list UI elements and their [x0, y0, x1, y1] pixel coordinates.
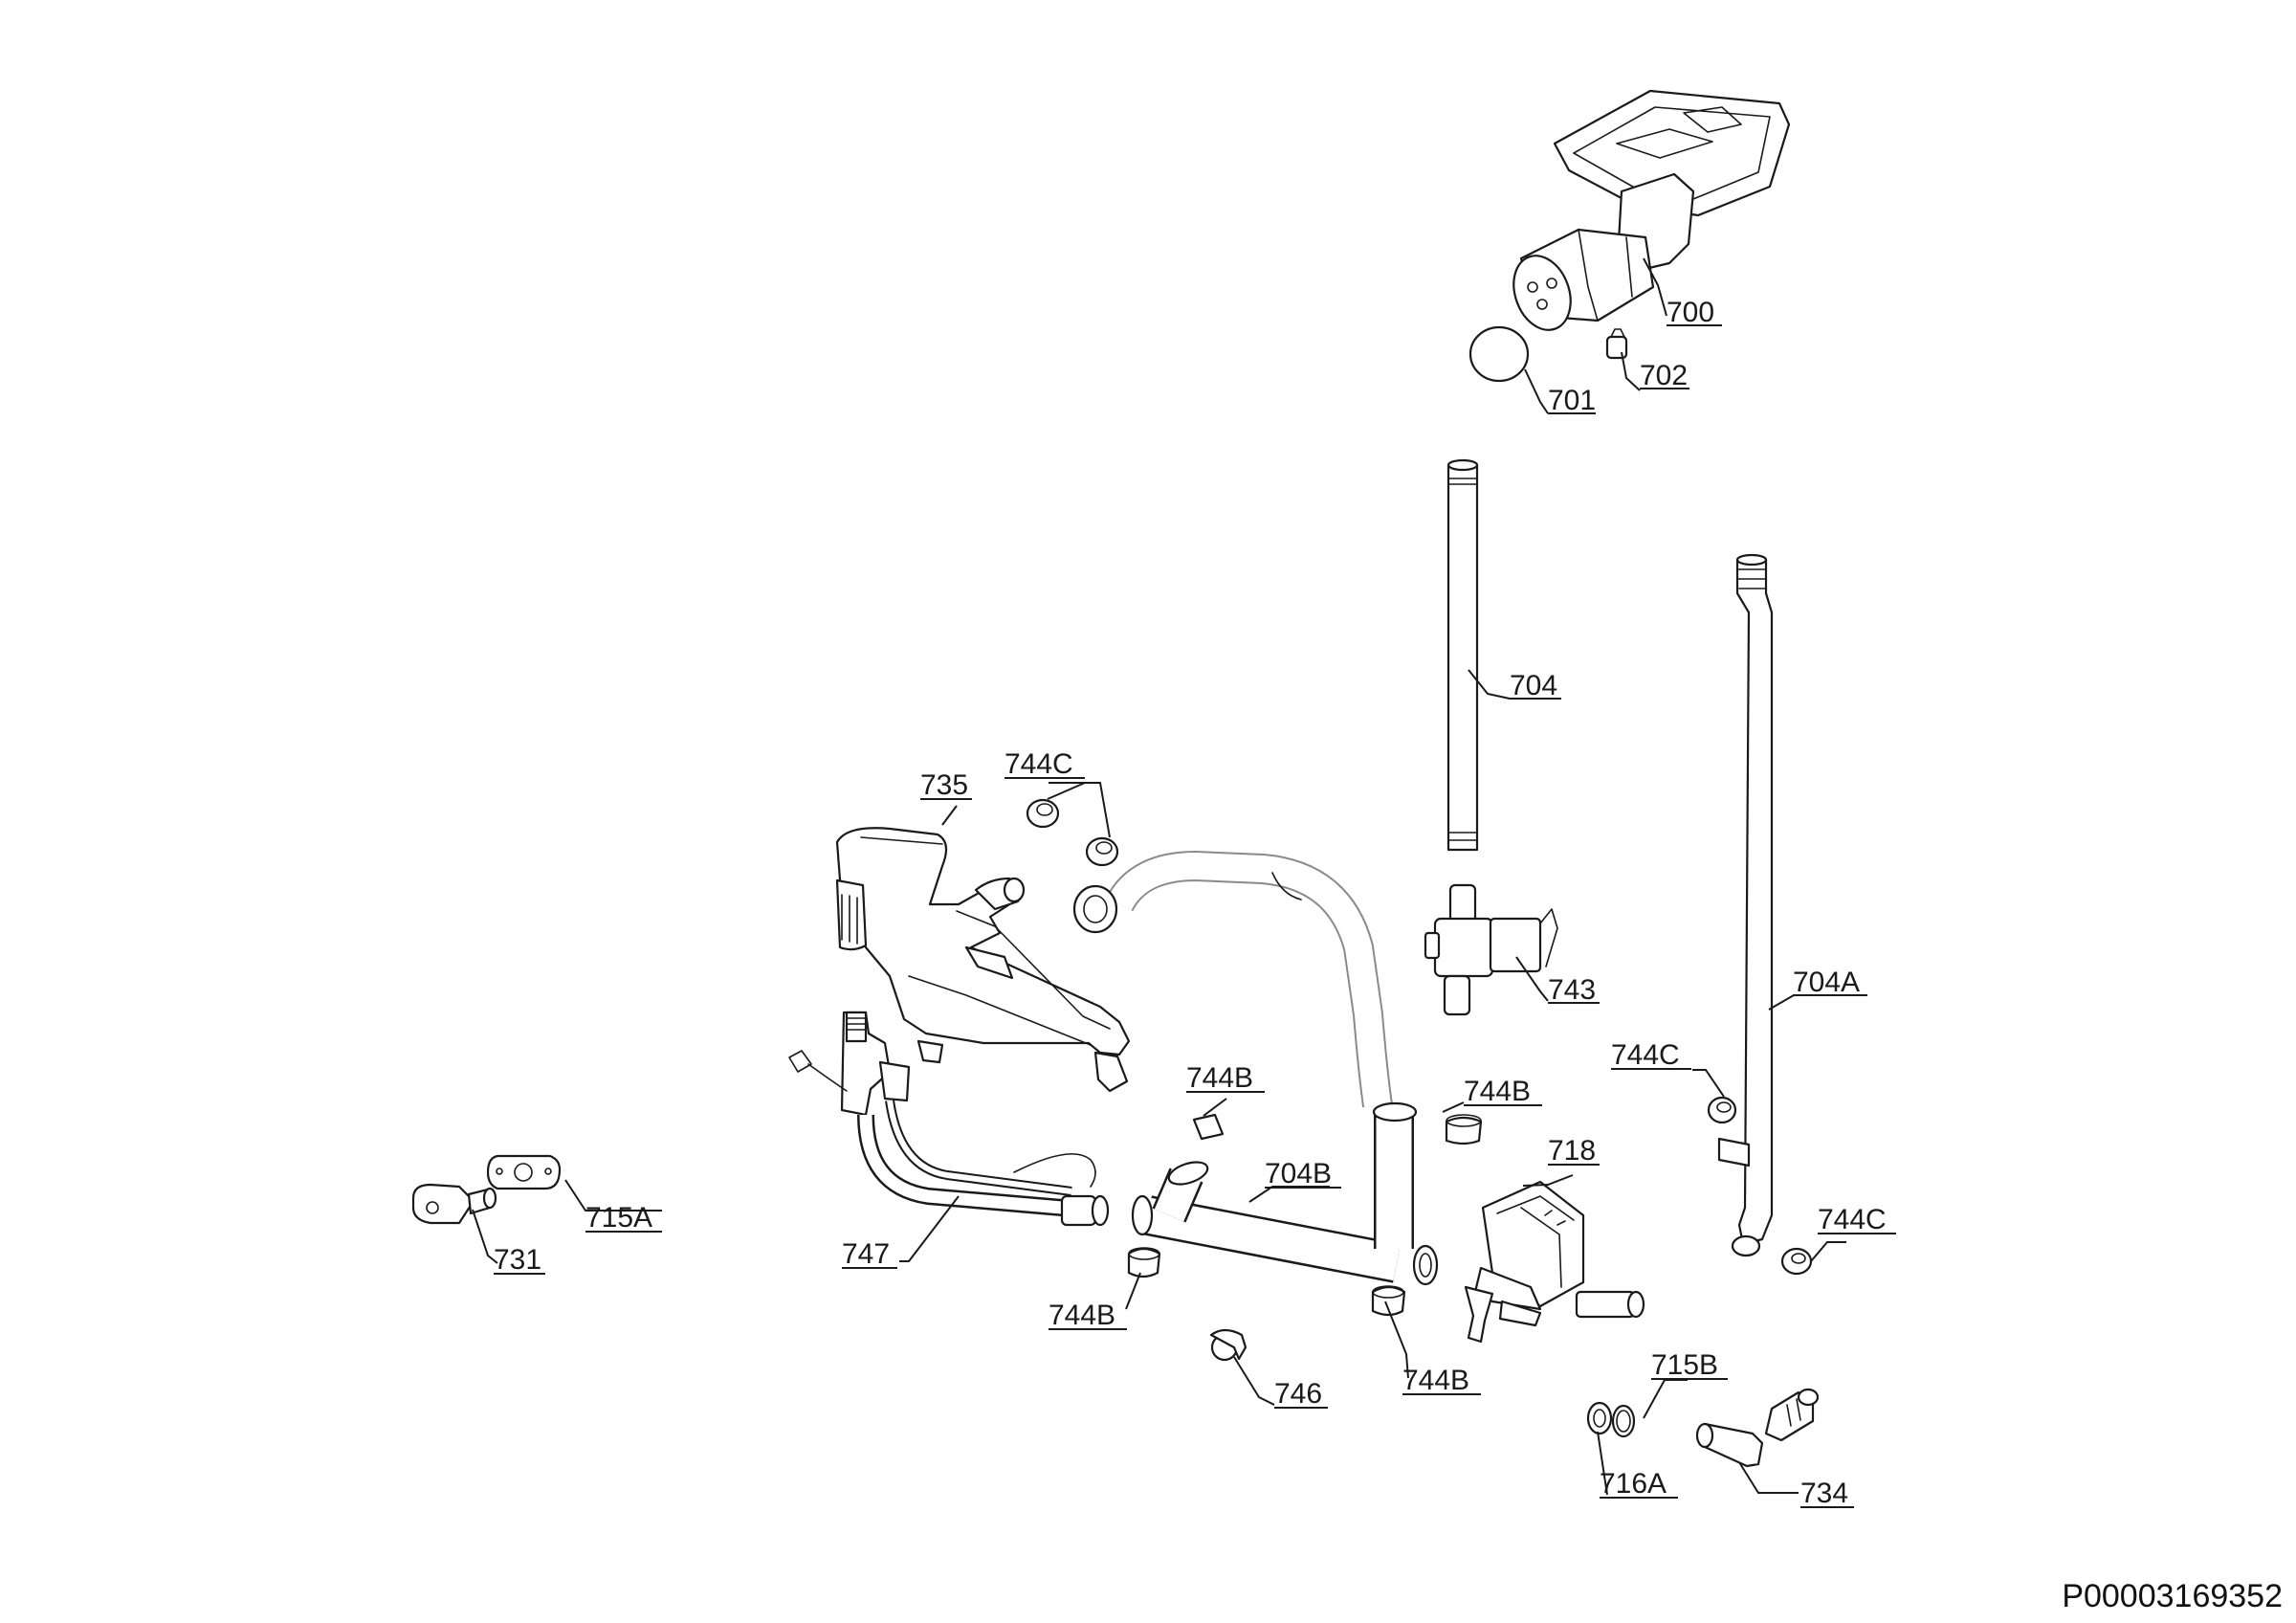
svg-text:702: 702	[1640, 360, 1688, 391]
part-702-sensor	[1605, 328, 1628, 360]
part-700-sump-heater	[1512, 89, 1791, 331]
callout-704a: 704A	[1793, 967, 1867, 998]
leader-lines	[472, 257, 1846, 1496]
svg-text:747: 747	[842, 1238, 890, 1270]
svg-text:718: 718	[1548, 1135, 1596, 1167]
svg-text:731: 731	[494, 1244, 541, 1276]
svg-text:743: 743	[1548, 974, 1596, 1006]
part-734-elbow	[1695, 1388, 1820, 1468]
svg-text:700: 700	[1667, 297, 1714, 328]
part-743-valve	[1424, 883, 1558, 1016]
clamp-744c-top-a	[1026, 798, 1060, 829]
svg-text:704: 704	[1510, 670, 1557, 701]
part-746-clip	[1209, 1328, 1247, 1362]
part-704a-tube	[1717, 553, 1774, 1257]
clamp-744b-right	[1445, 1114, 1483, 1145]
callout-715b: 715B	[1651, 1349, 1728, 1381]
clamp-744c-mid-right	[1707, 1096, 1737, 1124]
svg-text:744B: 744B	[1402, 1365, 1469, 1396]
svg-text:701: 701	[1548, 385, 1596, 416]
callout-716a: 716A	[1600, 1468, 1678, 1500]
clamp-744b-lower-right	[1371, 1285, 1406, 1317]
part-716a-ring	[1586, 1401, 1613, 1435]
part-704-pipe	[1446, 458, 1479, 852]
clamp-744b-lower-left	[1127, 1247, 1161, 1278]
callout-704b: 704B	[1265, 1158, 1341, 1189]
part-704b-pipe	[1131, 1101, 1439, 1286]
callout-744c-mid-right: 744C	[1611, 1039, 1691, 1071]
svg-text:744B: 744B	[1186, 1062, 1253, 1094]
callout-744b-loose: 744B	[1186, 1062, 1265, 1094]
part-735-air-break	[835, 827, 1131, 1093]
svg-text:715B: 715B	[1651, 1349, 1718, 1381]
part-731-sensor	[411, 1183, 497, 1225]
part-718-pump	[1464, 1180, 1645, 1344]
callout-731: 731	[494, 1244, 545, 1276]
svg-text:735: 735	[920, 769, 968, 801]
callout-734: 734	[1800, 1478, 1854, 1509]
callout-701: 701	[1548, 385, 1596, 416]
svg-text:715A: 715A	[585, 1202, 652, 1234]
callout-702: 702	[1640, 360, 1689, 391]
svg-text:704B: 704B	[1265, 1158, 1332, 1189]
clamp-744b-loose	[1192, 1113, 1225, 1141]
part-715b-ring	[1611, 1404, 1636, 1438]
part-715a-gasket	[486, 1154, 562, 1190]
callout-700: 700	[1667, 297, 1722, 328]
callout-715a: 715A	[585, 1202, 662, 1234]
part-747-inlet-hose	[788, 1011, 1110, 1227]
callout-704: 704	[1510, 670, 1561, 701]
svg-text:744B: 744B	[1049, 1300, 1115, 1331]
callout-743: 743	[1548, 974, 1600, 1006]
svg-text:704A: 704A	[1793, 967, 1860, 998]
document-code: P00003169352	[2062, 1578, 2283, 1614]
callout-744c-top: 744C	[1004, 748, 1085, 780]
callout-744b-lower-left: 744B	[1049, 1300, 1127, 1331]
callout-744b-lower-right: 744B	[1402, 1365, 1481, 1396]
callout-747: 747	[842, 1238, 897, 1270]
callout-718: 718	[1548, 1135, 1600, 1167]
callout-746: 746	[1274, 1378, 1328, 1410]
callout-735: 735	[920, 769, 972, 801]
callout-744b-right: 744B	[1464, 1076, 1542, 1107]
clamp-744c-top-b	[1085, 836, 1119, 867]
svg-text:744C: 744C	[1611, 1039, 1680, 1071]
clamp-744c-low-right	[1780, 1247, 1813, 1276]
grey-arched-hose	[1072, 851, 1393, 1108]
svg-text:744C: 744C	[1818, 1204, 1887, 1235]
part-701-seal	[1468, 325, 1530, 383]
svg-text:716A: 716A	[1600, 1468, 1667, 1500]
svg-text:744B: 744B	[1464, 1076, 1531, 1107]
svg-text:744C: 744C	[1004, 748, 1073, 780]
callout-744c-low-right: 744C	[1818, 1204, 1896, 1235]
svg-text:746: 746	[1274, 1378, 1322, 1410]
svg-text:734: 734	[1800, 1478, 1848, 1509]
